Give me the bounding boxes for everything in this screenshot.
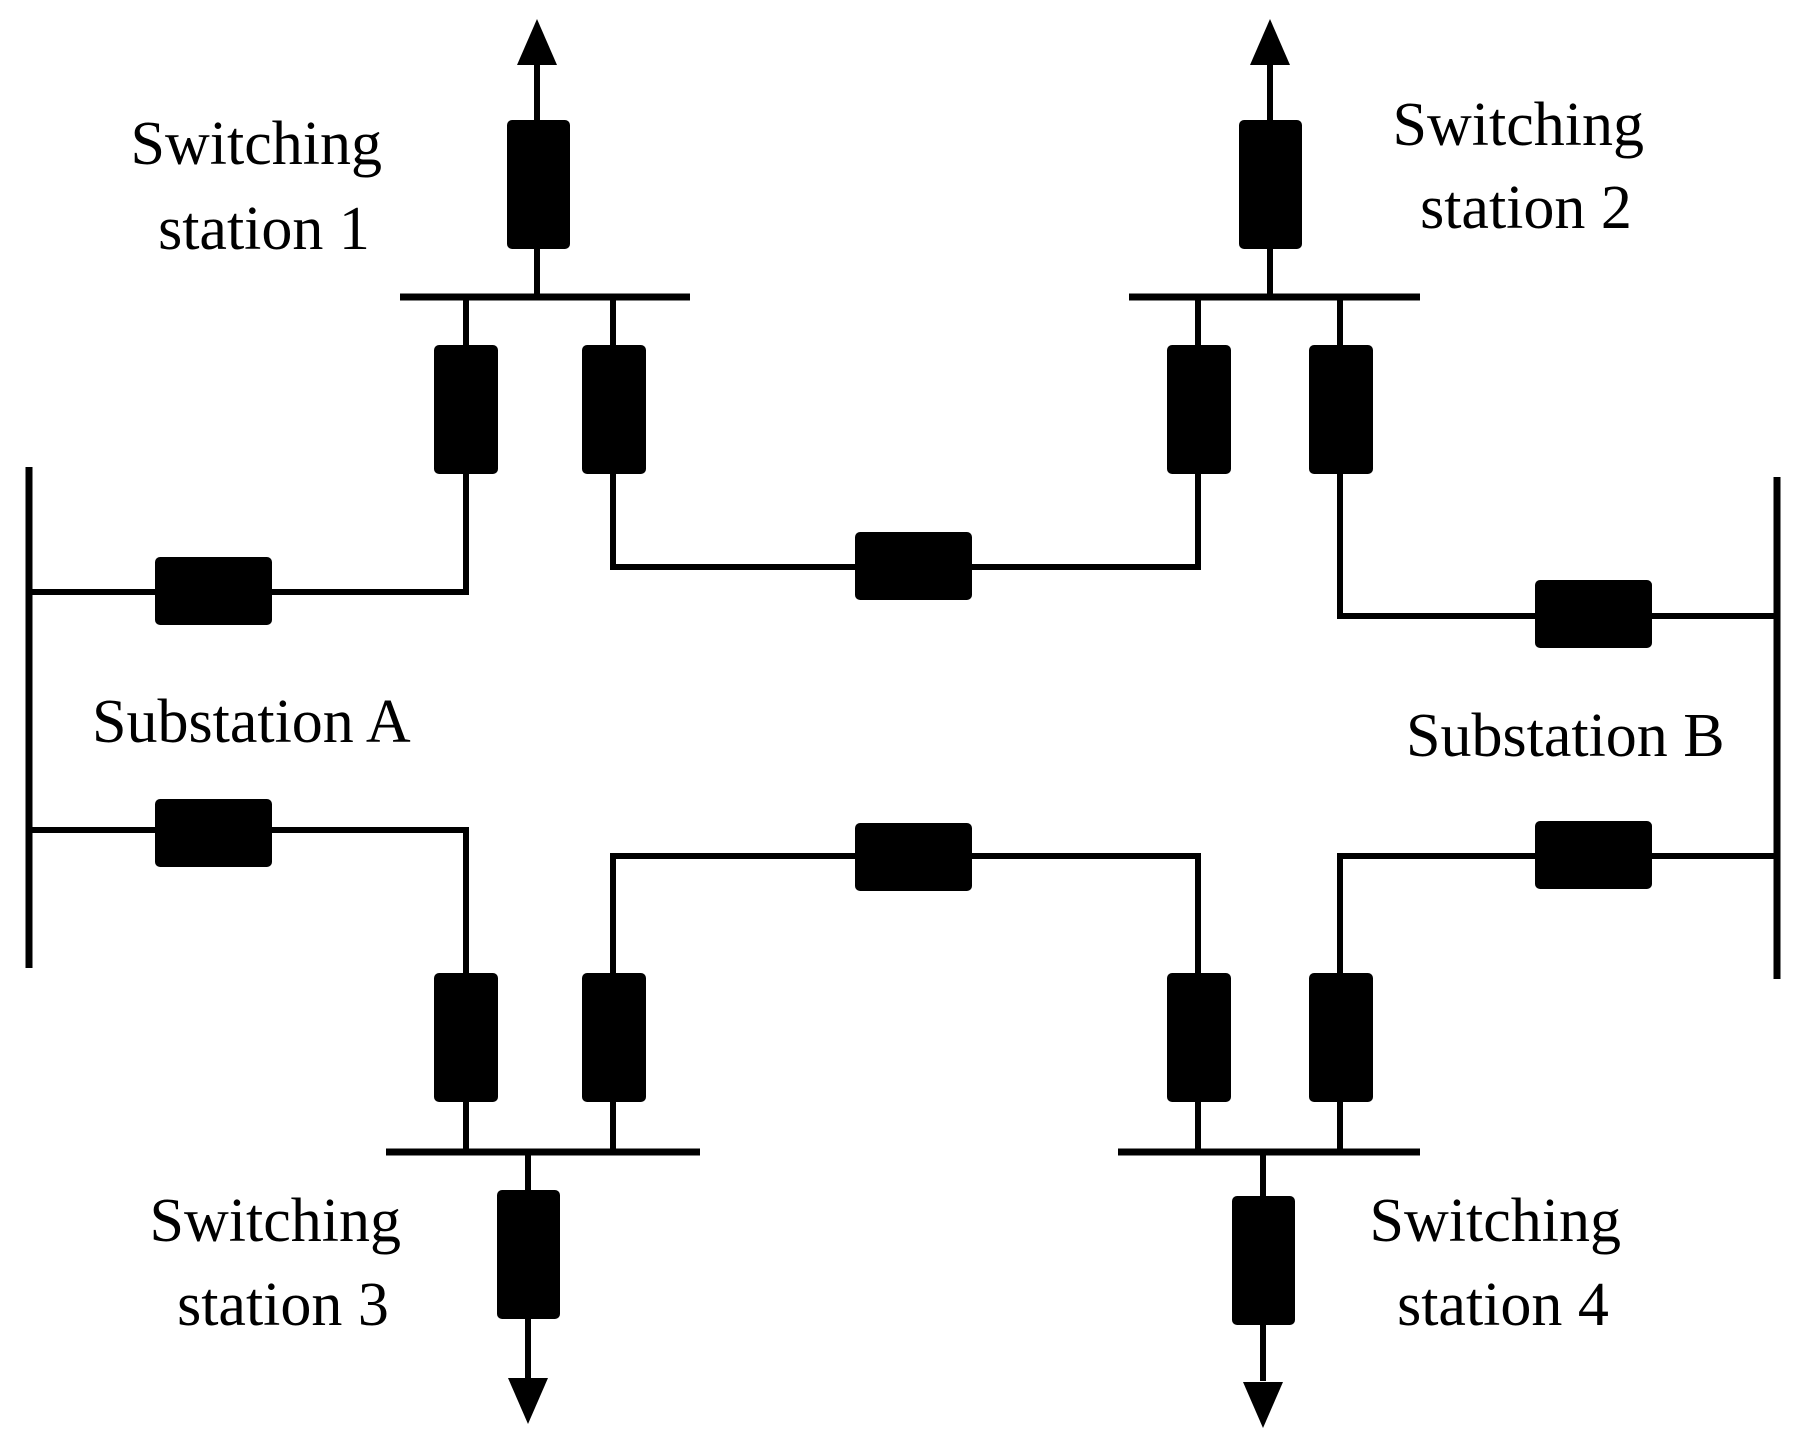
station-1-left-switch [434,345,498,474]
station-4-arrow-icon [1243,1382,1283,1428]
line-station-2-to-substation-b [1337,580,1780,648]
line-switch [155,557,272,625]
station-1-right-switch [582,345,646,474]
station-1-arrow-icon [517,19,557,65]
station-2-feeder-switch [1239,120,1302,249]
station-1-feeder-switch [507,120,570,249]
label-line: Switching [1393,91,1644,159]
station-3-arrow-icon [508,1378,548,1424]
label-line: Switching [150,1187,401,1255]
line-substation-a-to-station-3 [26,799,469,867]
label-line: station 3 [177,1271,389,1339]
switching-station-3 [386,827,700,1424]
substation-b-label: Substation B [1406,702,1725,770]
label-line: station 2 [1420,174,1632,242]
switching-station-1-label: Switching station 1 [131,110,398,263]
station-4-right-switch [1309,973,1373,1102]
line-substation-b-to-station-4 [1337,821,1780,889]
station-2-right-switch [1309,345,1373,474]
station-2-arrow-icon [1250,19,1290,65]
line-station-3-to-station-4 [610,823,1201,891]
line-switch [1535,821,1652,889]
line-substation-a-to-station-1 [26,557,469,625]
substation-a-label: Substation A [92,688,411,756]
station-4-left-switch [1167,973,1231,1102]
station-3-right-switch [582,973,646,1102]
label-line: station 4 [1397,1271,1609,1339]
station-3-left-switch [434,973,498,1102]
line-station-1-to-station-2 [610,532,1201,600]
switching-station-1 [400,19,690,595]
line-switch [1535,580,1652,648]
switching-station-4-label: Switching station 4 [1370,1187,1637,1339]
station-3-feeder-switch [497,1190,560,1319]
station-4-feeder-switch [1232,1196,1295,1325]
switching-station-2 [1129,19,1420,619]
line-switch [855,823,972,891]
switching-station-3-label: Switching station 3 [150,1187,417,1339]
line-switch [855,532,972,600]
label-line: station 1 [158,195,370,263]
line-switch [155,799,272,867]
switching-station-2-label: Switching station 2 [1393,91,1660,242]
switching-station-4 [1118,853,1420,1428]
label-line: Switching [131,110,382,178]
station-2-left-switch [1167,345,1231,474]
label-line: Switching [1370,1187,1621,1255]
